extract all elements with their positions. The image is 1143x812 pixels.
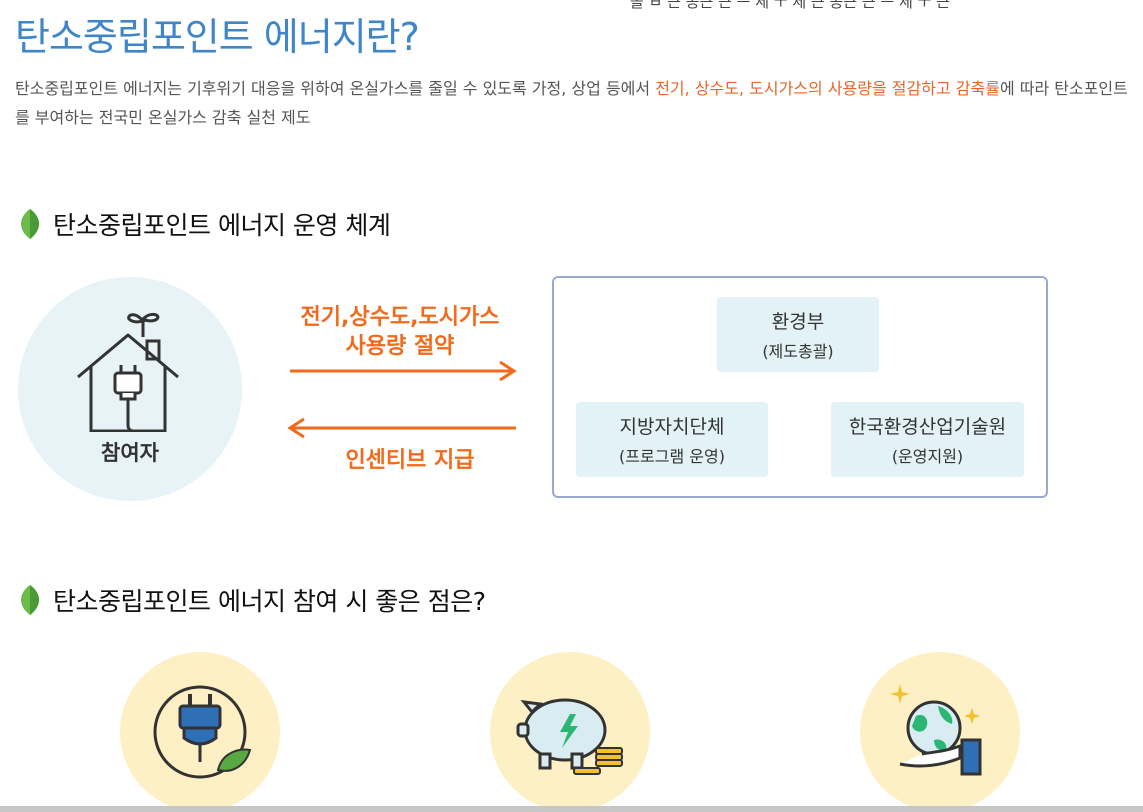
flow-incentive-text: 인센티브 지급 bbox=[345, 448, 475, 473]
benefit-environment bbox=[860, 652, 1020, 812]
participant-label: 참여자 bbox=[101, 441, 159, 465]
organization-box bbox=[552, 276, 1048, 498]
intro-text-end: 에 따라 탄소포인트를 부여하는 전국민 온실가스 감축 실천 제도 bbox=[15, 79, 1128, 127]
org-ministry: 환경부 (제도총괄) bbox=[717, 297, 879, 372]
bottom-divider bbox=[0, 806, 1143, 812]
benefit-energy-saving bbox=[120, 652, 280, 812]
intro-paragraph: 탄소중립포인트 에너지는 기후위기 대응을 위하여 온실가스를 줄일 수 있도록… bbox=[15, 74, 1130, 132]
org-local-government: 지방자치단체 (프로그램 운영) bbox=[576, 402, 768, 477]
benefit-incentive bbox=[490, 652, 650, 812]
intro-text: 탄소중립포인트 에너지는 기후위기 대응을 위하여 온실가스를 줄일 수 있도록… bbox=[15, 79, 656, 98]
section-title-text: 탄소중립포인트 에너지 운영 체계 bbox=[53, 211, 391, 240]
participant-circle: 참여자 bbox=[18, 277, 242, 501]
org-institute: 한국환경산업기술원 (운영지원) bbox=[831, 402, 1024, 477]
page-title: 탄소중립포인트 에너지란? bbox=[15, 15, 420, 59]
house-plug-icon bbox=[77, 312, 179, 432]
org-ministry-role: (제도총괄) bbox=[762, 342, 834, 361]
plug-leaf-icon bbox=[153, 685, 252, 779]
org-institute-role: (운영지원) bbox=[891, 447, 964, 466]
intro-highlight: 전기, 상수도, 도시가스의 사용량을 절감하고 감축률 bbox=[655, 79, 1000, 98]
flow-savings-line1: 전기,상수도,도시가스 bbox=[300, 305, 500, 330]
org-local-government-role: (프로그램 운영) bbox=[619, 447, 725, 466]
piggy-bank-coins-icon bbox=[516, 698, 623, 775]
org-local-government-name: 지방자치단체 bbox=[619, 416, 725, 438]
org-ministry-name: 환경부 bbox=[771, 311, 825, 333]
arrow-right-icon bbox=[290, 360, 517, 382]
top-cut-text: 돌 ㅂ 근 공근 근 ㅡ 세 ㅜ 세 근 공근 근 ㅡ 세 ㅜ 근 bbox=[630, 0, 950, 11]
section-title-operation: 탄소중립포인트 에너지 운영 체계 bbox=[15, 206, 391, 242]
section-title-benefits: 탄소중립포인트 에너지 참여 시 좋은 점은? bbox=[15, 582, 486, 618]
earth-hand-icon bbox=[890, 684, 982, 776]
flow-savings-line2: 사용량 절약 bbox=[345, 334, 455, 359]
leaf-icon bbox=[20, 209, 40, 239]
org-institute-name: 한국환경산업기술원 bbox=[848, 416, 1007, 438]
flow-savings-text: 전기,상수도,도시가스 사용량 절약 bbox=[280, 303, 520, 361]
leaf-icon bbox=[20, 585, 40, 615]
section-title-text: 탄소중립포인트 에너지 참여 시 좋은 점은? bbox=[53, 587, 486, 616]
arrow-left-icon bbox=[288, 417, 516, 439]
